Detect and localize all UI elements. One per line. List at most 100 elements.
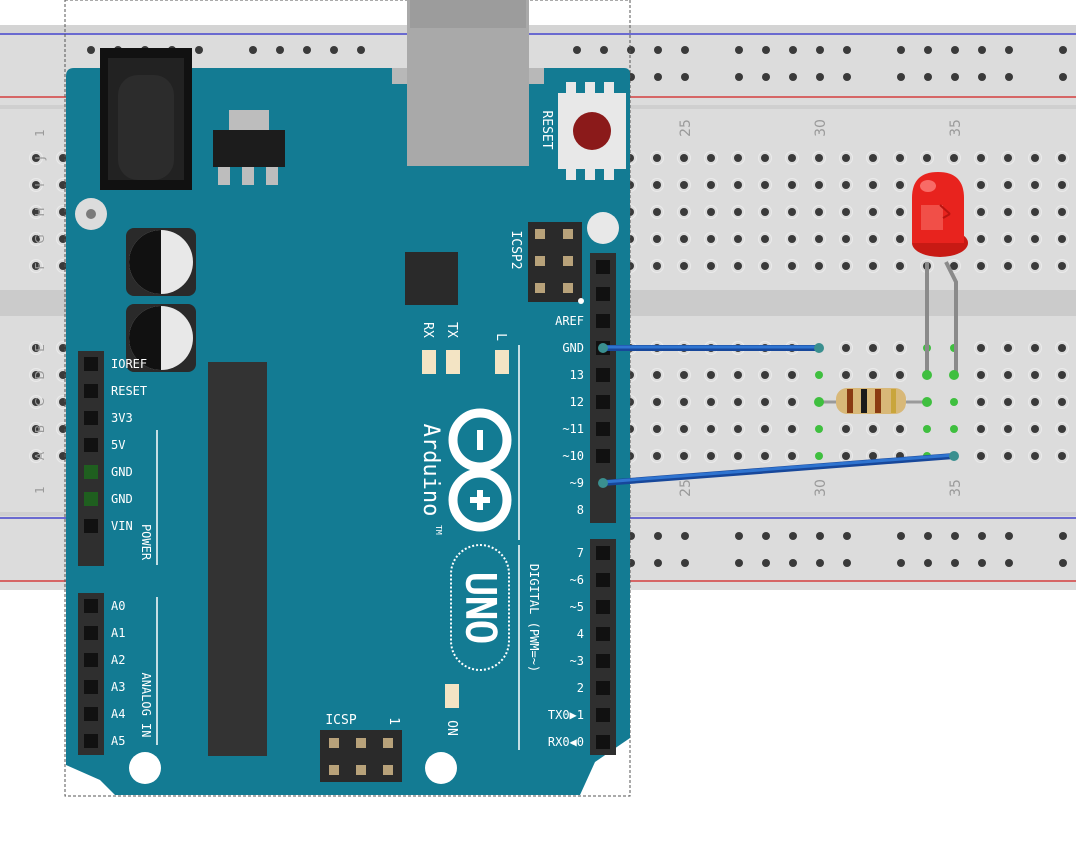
header-socket[interactable] (596, 708, 610, 722)
breadboard-hole[interactable] (707, 398, 715, 406)
breadboard-hole[interactable] (842, 262, 850, 270)
breadboard-hole[interactable] (680, 398, 688, 406)
breadboard-hole[interactable] (977, 452, 985, 460)
breadboard-hole[interactable] (896, 344, 904, 352)
breadboard-hole[interactable] (815, 181, 823, 189)
breadboard-hole[interactable] (977, 398, 985, 406)
header-socket[interactable] (596, 422, 610, 436)
breadboard-hole[interactable] (680, 235, 688, 243)
rail-hole[interactable] (762, 73, 770, 81)
led-icon[interactable] (912, 172, 968, 380)
arduino-uno-board[interactable]: RESET ICSP2 ICSP 1 RX TX L ON (64, 0, 631, 797)
breadboard-hole[interactable] (788, 262, 796, 270)
breadboard-hole[interactable] (788, 425, 796, 433)
header-socket[interactable] (596, 260, 610, 274)
header-socket[interactable] (84, 680, 98, 694)
breadboard-hole[interactable] (896, 208, 904, 216)
rail-hole[interactable] (897, 46, 905, 54)
breadboard-hole[interactable] (734, 398, 742, 406)
header-socket[interactable] (84, 599, 98, 613)
rail-hole[interactable] (897, 73, 905, 81)
rail-hole[interactable] (276, 46, 284, 54)
breadboard-hole[interactable] (707, 262, 715, 270)
breadboard-hole[interactable] (707, 208, 715, 216)
breadboard-hole[interactable] (707, 425, 715, 433)
breadboard-hole[interactable] (815, 371, 823, 379)
rail-hole[interactable] (1005, 559, 1013, 567)
breadboard-hole[interactable] (950, 154, 958, 162)
breadboard-hole[interactable] (653, 181, 661, 189)
rail-hole[interactable] (843, 532, 851, 540)
rail-hole[interactable] (600, 46, 608, 54)
breadboard-hole[interactable] (761, 181, 769, 189)
breadboard-hole[interactable] (59, 154, 67, 162)
rail-hole[interactable] (843, 46, 851, 54)
breadboard-hole[interactable] (869, 425, 877, 433)
breadboard-hole[interactable] (680, 371, 688, 379)
breadboard-hole[interactable] (1031, 235, 1039, 243)
header-socket[interactable] (84, 653, 98, 667)
rail-hole[interactable] (735, 73, 743, 81)
breadboard-hole[interactable] (59, 425, 67, 433)
wire-pin9-to-col35[interactable] (598, 451, 959, 488)
header-socket[interactable] (596, 314, 610, 328)
breadboard-hole[interactable] (1058, 371, 1066, 379)
rail-hole[interactable] (762, 46, 770, 54)
rail-hole[interactable] (654, 532, 662, 540)
header-socket[interactable] (596, 395, 610, 409)
breadboard-hole[interactable] (1058, 181, 1066, 189)
breadboard-hole[interactable] (734, 452, 742, 460)
rail-hole[interactable] (654, 46, 662, 54)
breadboard-hole[interactable] (32, 181, 40, 189)
breadboard-hole[interactable] (842, 344, 850, 352)
rail-hole[interactable] (816, 46, 824, 54)
breadboard-hole[interactable] (1004, 181, 1012, 189)
breadboard-hole[interactable] (1031, 398, 1039, 406)
rail-hole[interactable] (897, 532, 905, 540)
header-socket[interactable] (84, 707, 98, 721)
rail-hole[interactable] (951, 46, 959, 54)
rail-hole[interactable] (924, 559, 932, 567)
breadboard-hole[interactable] (950, 262, 958, 270)
breadboard-hole[interactable] (1031, 371, 1039, 379)
header-socket[interactable] (84, 465, 98, 479)
breadboard-hole[interactable] (1004, 344, 1012, 352)
breadboard-hole[interactable] (761, 154, 769, 162)
rail-hole[interactable] (195, 46, 203, 54)
breadboard-hole[interactable] (734, 208, 742, 216)
breadboard-hole[interactable] (815, 262, 823, 270)
breadboard-hole[interactable] (707, 235, 715, 243)
breadboard-hole[interactable] (707, 154, 715, 162)
breadboard-hole[interactable] (1058, 425, 1066, 433)
breadboard-hole[interactable] (977, 181, 985, 189)
rail-hole[interactable] (789, 73, 797, 81)
breadboard-hole[interactable] (815, 154, 823, 162)
breadboard-hole[interactable] (59, 344, 67, 352)
breadboard-hole[interactable] (950, 425, 958, 433)
breadboard-hole[interactable] (707, 371, 715, 379)
header-socket[interactable] (84, 438, 98, 452)
breadboard-hole[interactable] (59, 371, 67, 379)
rail-hole[interactable] (978, 46, 986, 54)
header-socket[interactable] (84, 492, 98, 506)
breadboard-hole[interactable] (869, 154, 877, 162)
breadboard-hole[interactable] (842, 181, 850, 189)
breadboard-hole[interactable] (653, 452, 661, 460)
breadboard-hole[interactable] (653, 208, 661, 216)
breadboard-hole[interactable] (977, 262, 985, 270)
breadboard-hole[interactable] (1031, 452, 1039, 460)
breadboard-hole[interactable] (815, 452, 823, 460)
breadboard-hole[interactable] (761, 235, 769, 243)
header-socket[interactable] (596, 600, 610, 614)
rail-hole[interactable] (681, 73, 689, 81)
breadboard-hole[interactable] (842, 371, 850, 379)
breadboard-hole[interactable] (788, 398, 796, 406)
breadboard-hole[interactable] (32, 452, 40, 460)
header-socket[interactable] (596, 368, 610, 382)
breadboard-hole[interactable] (815, 425, 823, 433)
breadboard-hole[interactable] (788, 154, 796, 162)
breadboard-hole[interactable] (923, 425, 931, 433)
breadboard-hole[interactable] (653, 262, 661, 270)
rail-hole[interactable] (249, 46, 257, 54)
resistor-icon[interactable] (814, 388, 932, 414)
